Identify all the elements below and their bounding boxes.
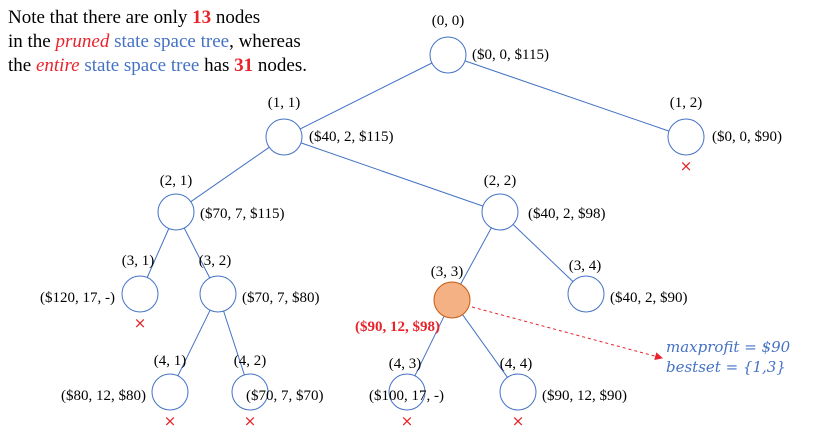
tree-edge <box>512 224 574 282</box>
node-level-label: (4, 2) <box>234 353 267 369</box>
node-circle <box>231 373 269 411</box>
tree-node-n41: (4, 1) ($80, 12, $80) × <box>61 353 189 430</box>
node-level-label: (3, 1) <box>122 253 155 269</box>
pruned-x-mark: × <box>244 412 257 430</box>
tree-edge <box>190 146 270 203</box>
node-profit-weight-bound: ($70, 7, $80) <box>242 290 320 306</box>
node-profit-weight-bound: ($90, 12, $90) <box>542 388 627 404</box>
tree-node-n43: (4, 3) ($100, 17, -) × <box>369 356 444 430</box>
node-circle <box>121 275 159 313</box>
state-space-tree-term: state space tree <box>114 31 230 52</box>
node-level-label: (2, 2) <box>484 173 517 189</box>
state-space-tree-term: state space tree <box>84 55 200 76</box>
node-circle <box>388 373 426 411</box>
tree-node-n33: (3, 3) ($90, 12, $98) <box>355 264 471 335</box>
tree-node-n32: (3, 2) ($70, 7, $80) <box>199 253 320 313</box>
node-level-label: (0, 0) <box>432 13 465 29</box>
pruned-node-count: 13 <box>192 7 212 28</box>
node-level-label: (3, 3) <box>431 264 464 280</box>
node-level-label: (4, 4) <box>500 356 533 372</box>
tree-node-n00: (0, 0) ($0, 0, $115) <box>429 13 549 74</box>
node-circle <box>667 118 705 156</box>
tree-edges <box>146 60 670 378</box>
node-level-label: (1, 2) <box>670 95 703 111</box>
tree-node-n21: (2, 1) ($70, 7, $115) <box>157 173 284 231</box>
node-level-label: (3, 2) <box>199 253 232 269</box>
tree-edge <box>462 314 508 378</box>
node-circle <box>265 118 303 156</box>
node-circle <box>567 275 605 313</box>
node-profit-weight-bound: ($70, 7, $115) <box>200 206 284 222</box>
node-level-label: (3, 4) <box>569 258 602 274</box>
node-circle <box>481 193 519 231</box>
note-line-3: the entire state space tree has 31 nodes… <box>8 55 307 76</box>
node-profit-weight-bound: ($120, 17, -) <box>40 290 115 306</box>
tree-node-n31: (3, 1) ($120, 17, -) × <box>40 253 159 332</box>
best-node-circle <box>433 281 471 319</box>
tree-node-n44: (4, 4) ($90, 12, $90) × <box>499 356 627 430</box>
tree-edge <box>299 62 433 130</box>
tree-node-n12: (1, 2) ($0, 0, $90) × <box>667 95 782 175</box>
tree-edge <box>300 142 484 207</box>
tree-node-n22: (2, 2) ($40, 2, $98) <box>481 173 606 231</box>
node-circle <box>157 193 195 231</box>
node-profit-weight-bound: ($70, 7, $70) <box>246 388 324 404</box>
note-line-1: Note that there are only 13 nodes <box>8 7 261 28</box>
tree-node-n11: (1, 1) ($40, 2, $115) <box>265 95 393 156</box>
pruned-x-mark: × <box>164 412 177 430</box>
pruned-word: pruned <box>55 31 110 52</box>
entire-word: entire <box>35 55 80 76</box>
node-profit-weight-bound: ($40, 2, $115) <box>309 129 393 145</box>
node-profit-weight-bound: ($0, 0, $115) <box>472 47 549 63</box>
best-node-arrow <box>471 306 663 361</box>
tree-edge <box>146 228 170 278</box>
tree-nodes: (0, 0)($0, 0, $115)(1, 1)($40, 2, $115)(… <box>40 13 782 430</box>
node-circle <box>151 373 189 411</box>
tree-edge <box>183 227 211 279</box>
node-profit-weight-bound: ($40, 2, $90) <box>610 290 688 306</box>
pruned-x-mark: × <box>512 412 525 430</box>
node-profit-weight-bound: ($100, 17, -) <box>369 388 444 404</box>
note-line-2: in the pruned state space tree, whereas <box>8 31 301 52</box>
node-level-label: (2, 1) <box>160 173 193 189</box>
node-circle <box>429 36 467 74</box>
node-circle <box>199 275 237 313</box>
tree-edge <box>464 60 670 132</box>
pruning-note: Note that there are only 13 nodes in the… <box>8 6 368 78</box>
bestset-label: bestset = {1,3} <box>666 358 786 376</box>
node-profit-weight-bound: ($90, 12, $98) <box>355 319 440 335</box>
node-profit-weight-bound: ($0, 0, $90) <box>712 129 782 145</box>
pruned-x-mark: × <box>680 157 693 175</box>
node-level-label: (4, 3) <box>389 356 422 372</box>
node-profit-weight-bound: ($40, 2, $98) <box>528 206 606 222</box>
pruned-x-mark: × <box>134 314 147 332</box>
maxprofit-label: maxprofit = $90 <box>666 338 791 356</box>
tree-edge <box>223 310 245 376</box>
node-level-label: (1, 1) <box>268 95 301 111</box>
entire-node-count: 31 <box>234 55 254 76</box>
node-level-label: (4, 1) <box>154 353 187 369</box>
tree-node-n42: (4, 2) ($70, 7, $70) × <box>231 353 324 430</box>
tree-edge <box>414 315 445 377</box>
pruned-x-mark: × <box>401 412 414 430</box>
tree-node-n34: (3, 4) ($40, 2, $90) <box>567 258 688 313</box>
tree-edge <box>177 309 211 377</box>
tree-edge <box>460 227 492 285</box>
node-circle <box>499 373 537 411</box>
node-profit-weight-bound: ($80, 12, $80) <box>61 388 146 404</box>
